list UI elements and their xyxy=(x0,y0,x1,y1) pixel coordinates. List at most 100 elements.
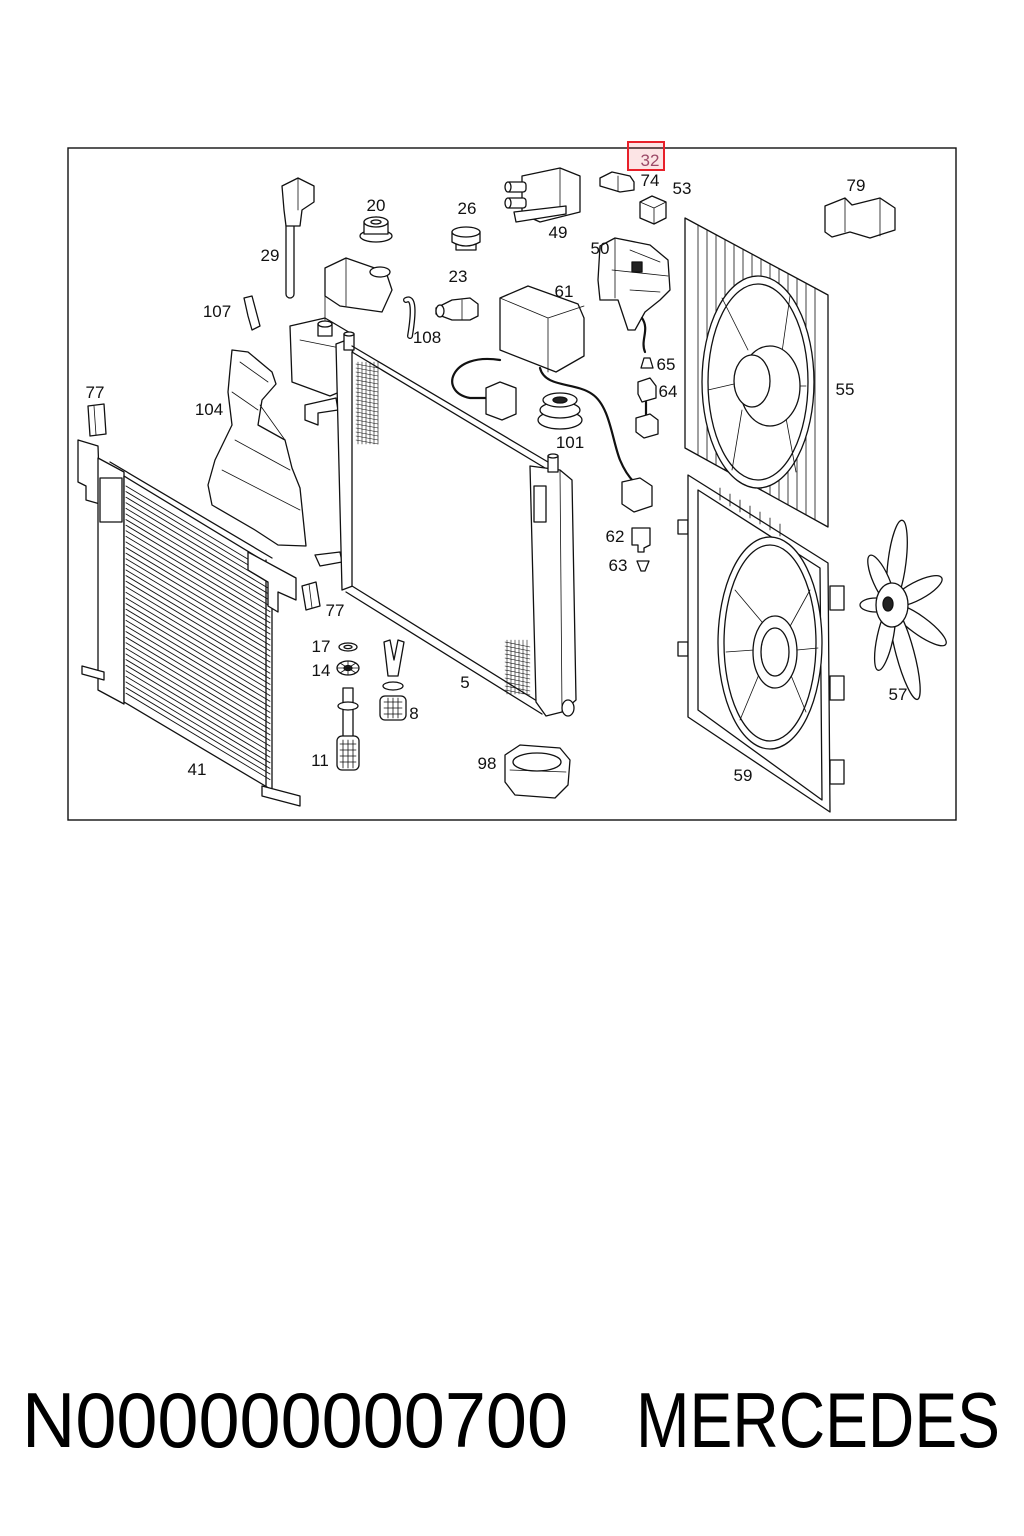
bracket-79 xyxy=(824,197,896,239)
radiator-tank-edge xyxy=(559,469,563,713)
fan-shroud-59 xyxy=(677,474,845,813)
callout-57[interactable]: 57 xyxy=(889,685,908,704)
condenser-fin xyxy=(125,541,271,629)
grommet-hole xyxy=(370,219,382,225)
callout-53[interactable]: 53 xyxy=(673,179,692,198)
callout-101[interactable]: 101 xyxy=(556,433,584,452)
callout-55[interactable]: 55 xyxy=(836,380,855,399)
fan-hub-center xyxy=(882,596,894,612)
callout-26[interactable]: 26 xyxy=(458,199,477,218)
callout-65[interactable]: 65 xyxy=(657,355,676,374)
callout-32[interactable]: 32 xyxy=(641,151,660,170)
callout-79[interactable]: 79 xyxy=(847,176,866,195)
callout-14[interactable]: 14 xyxy=(312,661,331,680)
callout-107[interactable]: 107 xyxy=(203,302,231,321)
condenser-fin xyxy=(125,552,271,641)
mesh-line xyxy=(355,415,379,421)
callout-77-middle[interactable]: 77 xyxy=(326,601,345,620)
clip-77-left xyxy=(87,403,107,437)
condenser-fin xyxy=(125,586,271,674)
callout-63[interactable]: 63 xyxy=(609,556,628,575)
mesh-line xyxy=(504,669,531,676)
mesh-line xyxy=(355,435,379,441)
radiator-mount-bracket xyxy=(304,397,339,426)
condenser-foot-right xyxy=(261,785,301,807)
callout-77-left[interactable]: 77 xyxy=(86,383,105,402)
callout-74[interactable]: 74 xyxy=(641,171,660,190)
coolant-sensor-29 xyxy=(281,177,315,299)
mesh-line xyxy=(504,645,531,652)
part-number: N000000000700 xyxy=(22,1376,568,1464)
condenser-top-rail xyxy=(109,461,273,559)
callout-59[interactable]: 59 xyxy=(734,766,753,785)
callout-20[interactable]: 20 xyxy=(367,196,386,215)
condenser-fin xyxy=(125,535,271,624)
condenser-fin xyxy=(125,603,271,691)
radiator-filler-cap xyxy=(547,453,559,459)
clip-77-middle xyxy=(301,581,321,611)
mesh-line xyxy=(355,431,379,437)
connector-65 xyxy=(640,357,654,369)
mesh-line xyxy=(355,383,379,389)
grommet-opening xyxy=(512,752,562,772)
hose-fill xyxy=(404,297,415,338)
mesh-line xyxy=(504,681,531,688)
condenser-foot-left xyxy=(81,665,105,681)
callout-62[interactable]: 62 xyxy=(606,527,625,546)
bolt-stem xyxy=(342,687,354,739)
callout-41[interactable]: 41 xyxy=(188,760,207,779)
callout-108[interactable]: 108 xyxy=(413,328,441,347)
connector-body xyxy=(599,171,635,193)
callout-104[interactable]: 104 xyxy=(195,400,223,419)
mesh-line xyxy=(355,423,379,429)
callout-17[interactable]: 17 xyxy=(312,637,331,656)
radiator-tank-port xyxy=(533,485,547,523)
assembly-block xyxy=(631,261,643,273)
wire-upper xyxy=(640,316,647,354)
mesh-line xyxy=(355,363,379,369)
condenser-bracket-right xyxy=(247,551,297,613)
mesh-line xyxy=(355,419,379,425)
bolt-knurl xyxy=(339,739,357,769)
assembly-details xyxy=(611,237,669,299)
mesh-line xyxy=(355,375,379,381)
condenser-fin xyxy=(125,659,271,747)
condenser-fin xyxy=(125,642,271,730)
mesh-line xyxy=(504,665,531,672)
connector-64 xyxy=(637,377,657,403)
condenser-fin xyxy=(125,647,271,736)
shroud-tab xyxy=(829,585,845,611)
condenser-fin xyxy=(125,524,271,613)
callout-98[interactable]: 98 xyxy=(478,754,497,773)
wire-loop-left xyxy=(451,357,502,400)
callout-8[interactable]: 8 xyxy=(409,704,418,723)
callout-11[interactable]: 11 xyxy=(311,751,329,770)
condenser-fin xyxy=(125,569,271,657)
condenser-fin xyxy=(125,485,271,573)
condenser-fin xyxy=(125,614,271,702)
grommet-edge xyxy=(509,769,567,773)
sensor-rod xyxy=(285,221,295,299)
condenser-fin xyxy=(125,547,271,635)
mesh-line xyxy=(504,657,531,664)
fastener-clip xyxy=(383,639,405,677)
callout-64[interactable]: 64 xyxy=(659,382,678,401)
condenser-fin xyxy=(125,675,271,764)
mesh-line xyxy=(355,411,379,417)
callout-23[interactable]: 23 xyxy=(449,267,468,286)
fastener-knurl xyxy=(383,697,403,719)
grommet-hole xyxy=(552,396,568,404)
condenser-fins xyxy=(125,485,271,781)
shroud-tab xyxy=(829,675,845,701)
mesh-line xyxy=(355,387,379,393)
mesh-line xyxy=(504,649,531,656)
callout-29[interactable]: 29 xyxy=(261,246,280,265)
callout-61[interactable]: 61 xyxy=(555,282,574,301)
callout-5[interactable]: 5 xyxy=(460,673,469,692)
plug-flange xyxy=(513,205,567,223)
callout-49[interactable]: 49 xyxy=(549,223,568,242)
mesh-line xyxy=(504,641,531,648)
radiator-outlet xyxy=(561,699,575,717)
callout-50[interactable]: 50 xyxy=(591,239,610,258)
condenser-fin xyxy=(125,519,271,607)
